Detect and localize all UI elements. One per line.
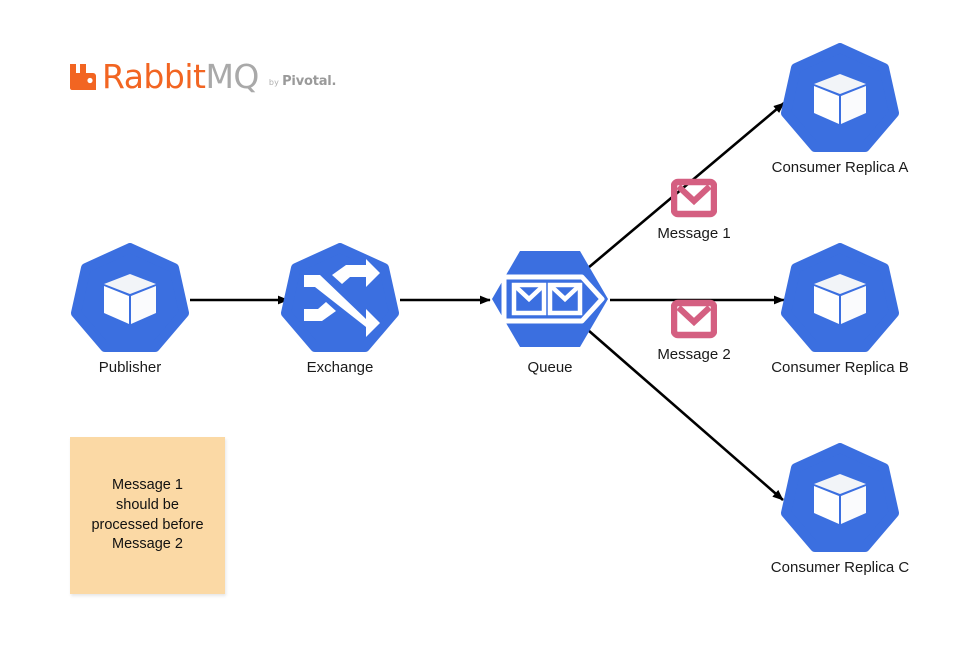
node-consumer-b[interactable]: Consumer Replica B: [771, 243, 909, 376]
message-label-1: Message 1: [657, 225, 731, 242]
message-label-2: Message 2: [657, 346, 731, 363]
message-1[interactable]: Message 1: [634, 175, 754, 242]
kubernetes-pod-icon: [71, 243, 189, 352]
rabbit-icon: [70, 64, 96, 90]
node-consumer-c[interactable]: Consumer Replica C: [771, 443, 909, 576]
node-label-queue: Queue: [527, 359, 573, 376]
node-exchange[interactable]: Exchange: [280, 243, 400, 376]
logo-name-primary: Rabbit: [102, 57, 206, 96]
node-publisher[interactable]: Publisher: [70, 243, 190, 376]
node-label-exchange: Exchange: [306, 359, 374, 376]
logo-vendor: Pivotal.: [282, 74, 337, 89]
cube-glyph: [814, 74, 866, 124]
cube-glyph: [814, 274, 866, 324]
node-queue[interactable]: Queue: [490, 243, 610, 376]
envelope-icon: [671, 178, 717, 218]
logo-name-secondary: MQ: [205, 57, 259, 96]
message-2[interactable]: Message 2: [634, 296, 754, 363]
logo-by-text: by: [268, 78, 280, 87]
kubernetes-pod-icon: [781, 43, 899, 152]
envelope-icon: [671, 299, 717, 339]
cube-glyph: [814, 474, 866, 524]
node-consumer-a[interactable]: Consumer Replica A: [772, 43, 908, 176]
rabbitmq-logo: RabbitMQ by Pivotal.: [68, 48, 337, 93]
shuffle-glyph: [304, 259, 380, 337]
node-label-consumer-a: Consumer Replica A: [771, 159, 909, 176]
queue-envelopes-icon: [492, 251, 608, 347]
logo-wordmark: RabbitMQ: [102, 60, 259, 93]
shuffle-exchange-icon: [281, 243, 399, 352]
cube-glyph: [104, 274, 156, 324]
node-label-consumer-b: Consumer Replica B: [771, 359, 909, 376]
ordering-note-text: Message 1 should be processed before Mes…: [91, 477, 204, 553]
node-label-consumer-c: Consumer Replica C: [770, 559, 910, 576]
ordering-note[interactable]: Message 1 should be processed before Mes…: [70, 437, 225, 594]
queue-envelope-group: [501, 274, 605, 324]
kubernetes-pod-icon: [781, 243, 899, 352]
node-label-publisher: Publisher: [98, 359, 162, 376]
kubernetes-pod-icon: [781, 443, 899, 552]
